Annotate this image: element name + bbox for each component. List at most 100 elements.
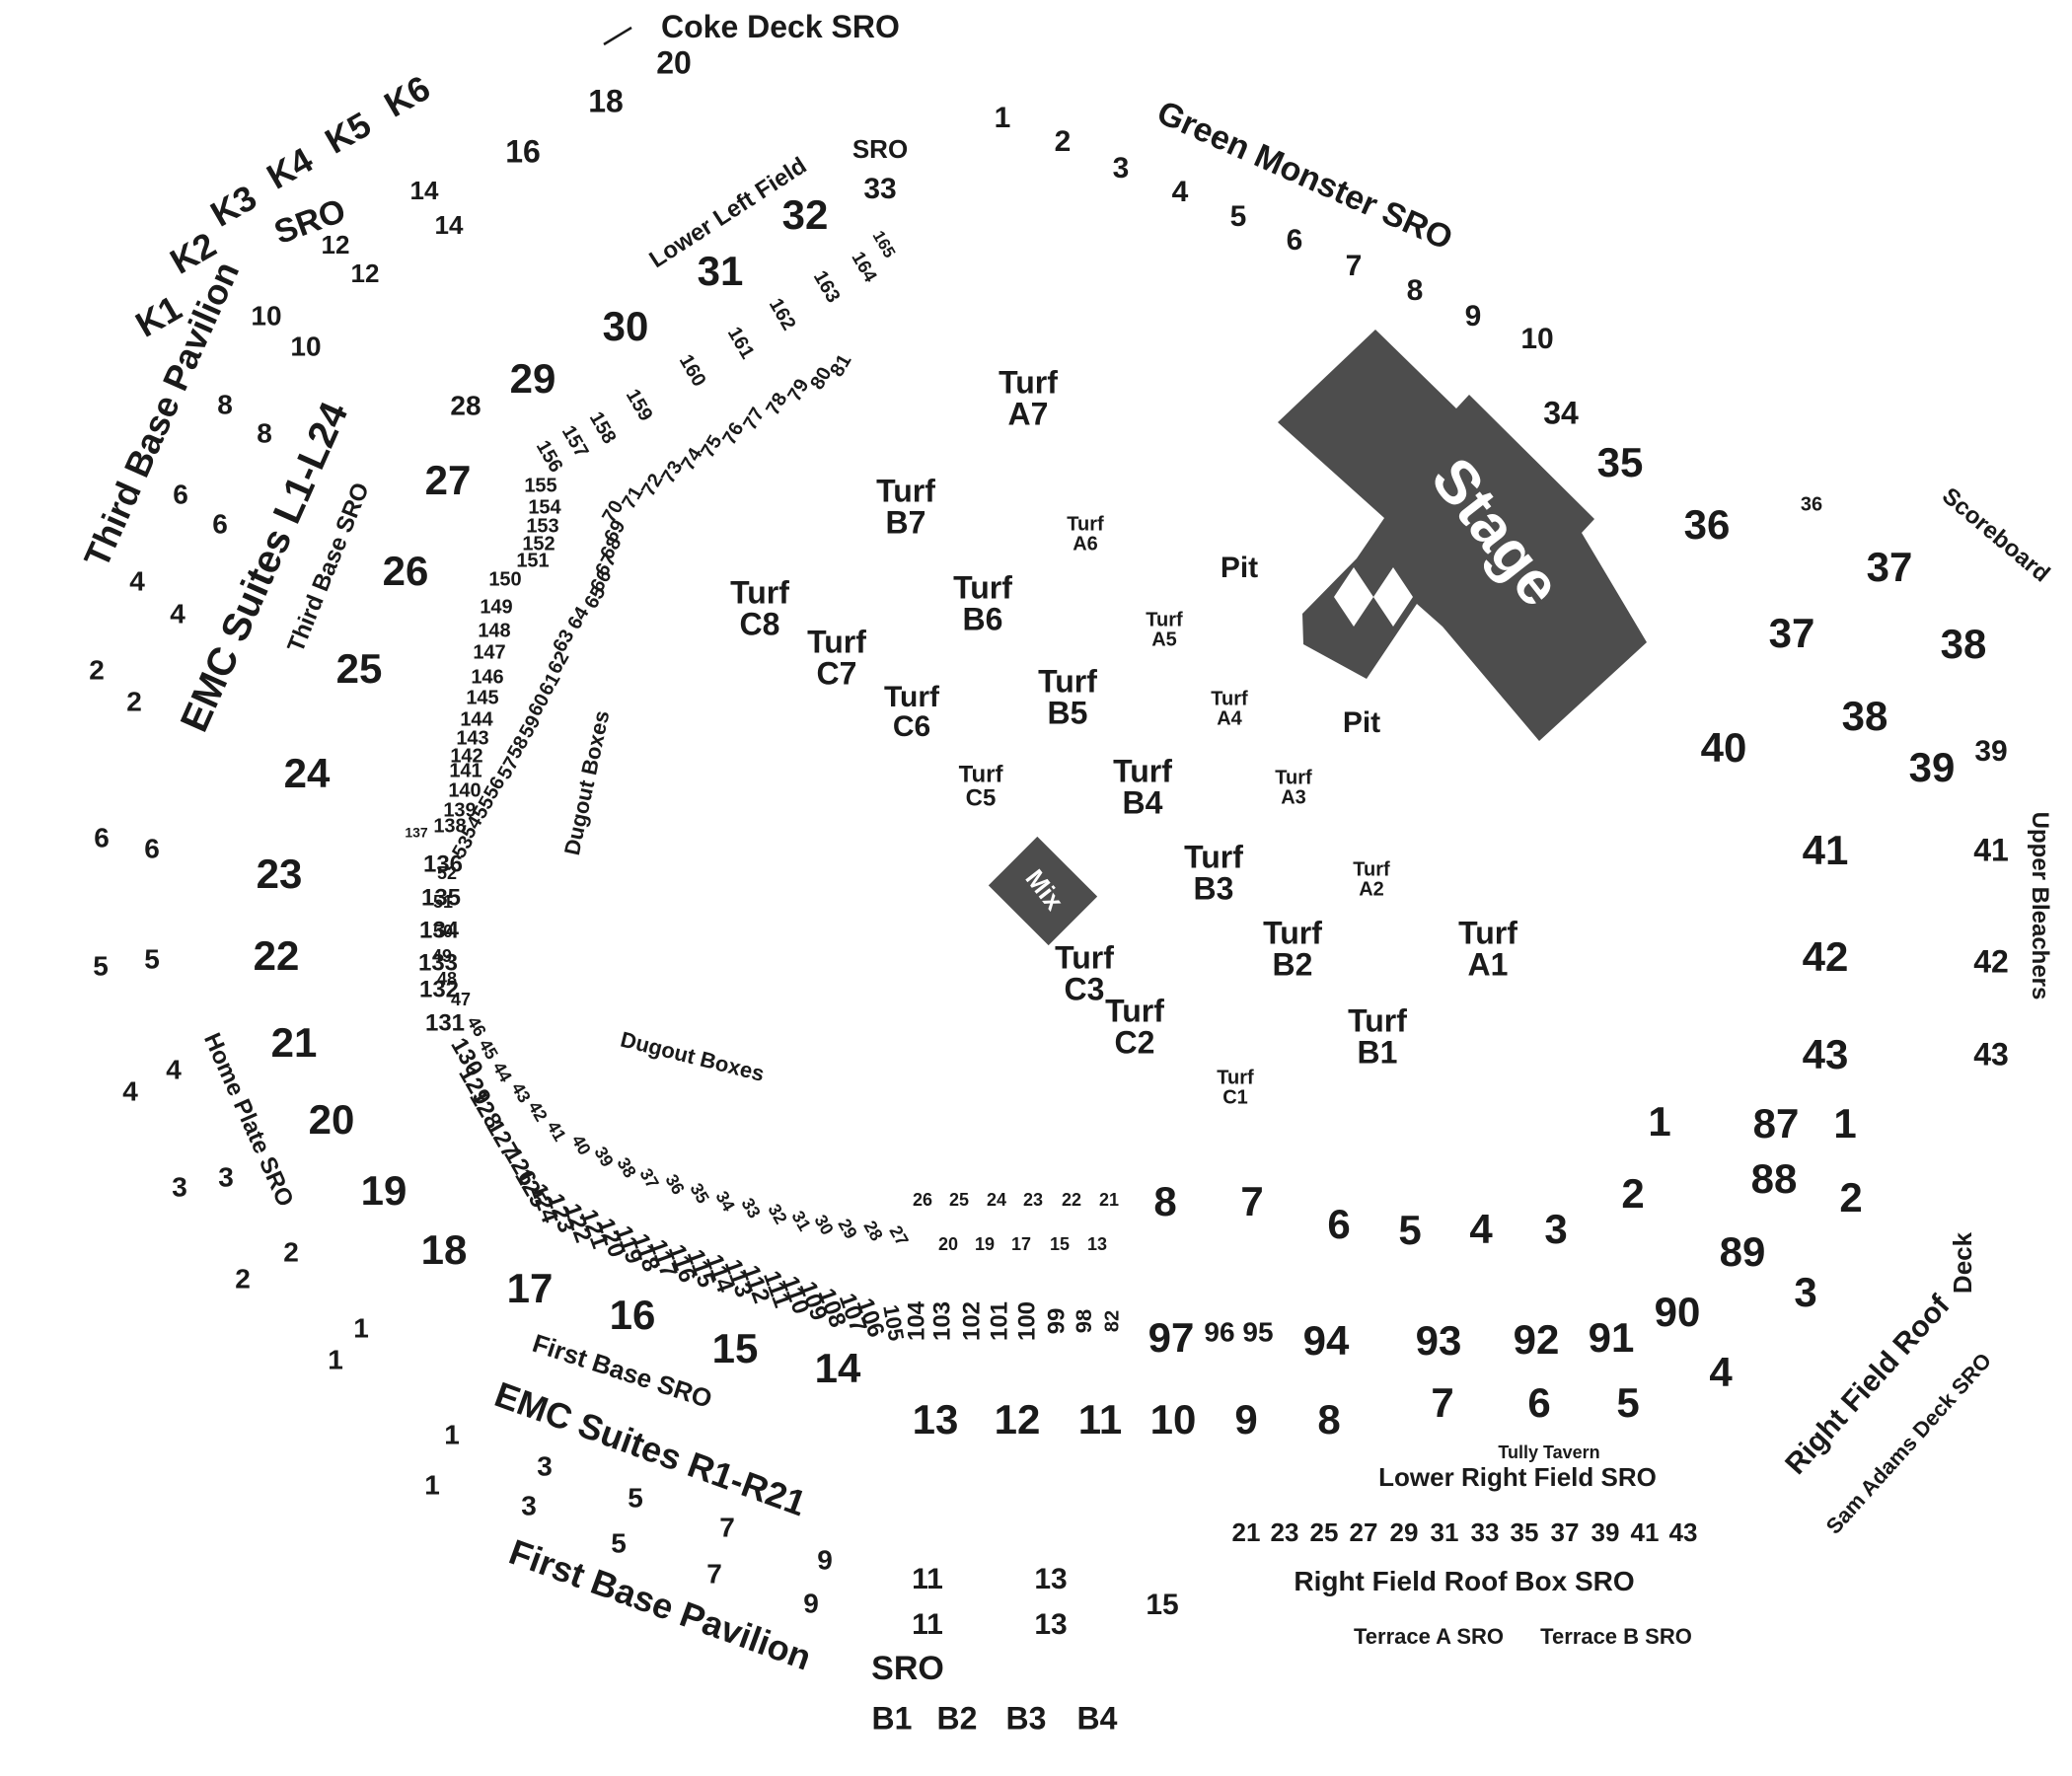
section-number[interactable]: 25 (1310, 1517, 1339, 1547)
section-number-small[interactable]: 20 (938, 1234, 958, 1254)
section-number-small[interactable]: 143 (456, 727, 488, 749)
section-number[interactable]: 39 (1909, 744, 1956, 790)
section-number-small[interactable]: 82 (1101, 1310, 1123, 1332)
section-number[interactable]: 96 (1204, 1316, 1234, 1347)
section-number[interactable]: 4 (1709, 1349, 1733, 1395)
section-number[interactable]: 34 (1543, 395, 1579, 430)
section-number-small[interactable]: 103 (928, 1301, 955, 1341)
section-number[interactable]: 13 (1034, 1563, 1067, 1595)
section-number-small[interactable]: 140 (448, 779, 481, 801)
pit-label[interactable]: Pit (1221, 552, 1258, 584)
section-number-small[interactable]: 132 (419, 976, 459, 1002)
section-number[interactable]: 3 (521, 1490, 537, 1520)
section-number[interactable]: 5 (144, 943, 160, 974)
section-number-small[interactable]: 163 (809, 267, 845, 307)
section-number[interactable]: 92 (1514, 1316, 1560, 1363)
section-number[interactable]: 2 (89, 654, 105, 685)
section-number-small[interactable]: 136 (423, 851, 463, 877)
section-number-small[interactable]: 160 (675, 351, 710, 391)
section-number-small[interactable]: 25 (949, 1190, 969, 1210)
section-number[interactable]: 94 (1303, 1317, 1350, 1364)
section-number[interactable]: 2 (1621, 1170, 1644, 1217)
section-number-small[interactable]: 51 (433, 892, 453, 912)
section-number[interactable]: 38 (1941, 621, 1987, 667)
section-number[interactable]: 9 (1465, 300, 1482, 333)
section-number[interactable]: 41 (1631, 1517, 1660, 1547)
section-number[interactable]: 88 (1751, 1155, 1798, 1202)
section-number[interactable]: 10 (251, 300, 281, 331)
section-number[interactable]: 26 (383, 548, 429, 594)
section-number[interactable]: 12 (351, 259, 380, 288)
section-number-small[interactable]: 24 (987, 1190, 1006, 1210)
section-number-small[interactable]: 146 (471, 666, 503, 688)
section-number[interactable]: 32 (782, 191, 829, 238)
section-number-small[interactable]: 27 (885, 1222, 912, 1249)
section-number[interactable]: 2 (235, 1263, 251, 1294)
section-number-small[interactable]: 35 (686, 1180, 712, 1207)
section-number[interactable]: 21 (271, 1019, 318, 1066)
section-number[interactable]: 6 (94, 822, 110, 852)
area-first-base-pavilion[interactable]: First Base Pavilion (504, 1531, 817, 1678)
section-number[interactable]: 27 (425, 457, 472, 503)
section-number[interactable]: 4 (1469, 1206, 1493, 1252)
section-number[interactable]: 3 (218, 1161, 234, 1192)
section-number-small[interactable]: 139 (443, 799, 476, 821)
area-green-monster[interactable]: Green Monster SRO (1151, 94, 1458, 258)
section-number[interactable]: 43 (1803, 1031, 1849, 1077)
section-number-small[interactable]: 150 (488, 568, 521, 590)
section-number[interactable]: 10 (290, 331, 321, 361)
section-number-small[interactable]: 98 (1072, 1309, 1096, 1333)
area-terrace-b[interactable]: Terrace B SRO (1540, 1624, 1692, 1649)
section-number[interactable]: 3 (1113, 152, 1130, 185)
section-number-small[interactable]: 29 (834, 1216, 860, 1242)
section-number[interactable]: 39 (1974, 735, 2007, 768)
section-number[interactable]: 40 (1701, 724, 1747, 771)
section-number[interactable]: 6 (1287, 224, 1303, 257)
section-number[interactable]: 29 (1390, 1517, 1419, 1547)
section-number[interactable]: 35 (1597, 439, 1644, 485)
section-number[interactable]: 24 (284, 750, 331, 796)
section-number-small[interactable]: 149 (480, 596, 512, 618)
section-number[interactable]: 6 (1527, 1379, 1550, 1426)
section-number[interactable]: 33 (863, 173, 896, 205)
section-number[interactable]: 2 (1839, 1174, 1862, 1221)
area-rf-roof-box[interactable]: Right Field Roof Box SRO (1294, 1566, 1634, 1596)
section-number[interactable]: 9 (1234, 1396, 1257, 1443)
section-number-small[interactable]: 141 (449, 760, 481, 781)
section-number-small[interactable]: 148 (478, 620, 510, 641)
section-number[interactable]: 12 (322, 230, 350, 259)
section-number[interactable]: 7 (1346, 250, 1363, 282)
section-number[interactable]: 14 (435, 210, 464, 240)
area-sro-33[interactable]: SRO (852, 134, 908, 164)
section-number[interactable]: 2 (283, 1236, 299, 1267)
section-number-small[interactable]: 153 (526, 515, 558, 537)
section-number-small[interactable]: 164 (847, 249, 880, 286)
section-number[interactable]: 21 (1232, 1517, 1261, 1547)
section-number[interactable]: 36 (1684, 501, 1731, 548)
suite-k5[interactable]: K5 (318, 104, 377, 162)
section-number[interactable]: 7 (719, 1512, 735, 1542)
section-number[interactable]: 1 (328, 1344, 343, 1374)
section-number-small[interactable]: 156 (532, 437, 567, 477)
section-number-small[interactable]: 154 (528, 496, 561, 518)
area-dugout-bottom[interactable]: Dugout Boxes (618, 1027, 767, 1086)
section-number-small[interactable]: 13 (1087, 1234, 1107, 1254)
section-number[interactable]: 31 (698, 248, 744, 294)
section-number[interactable]: 5 (628, 1482, 643, 1513)
area-right-field-roof[interactable]: Right Field Roof (1779, 1289, 1957, 1481)
section-number[interactable]: B2 (937, 1700, 978, 1736)
suite-k4[interactable]: K4 (259, 139, 319, 197)
section-number[interactable]: 5 (1230, 200, 1247, 233)
section-number-small[interactable]: 152 (522, 533, 555, 555)
stage[interactable]: Stage (1278, 330, 1647, 741)
section-number[interactable]: 8 (1153, 1178, 1176, 1224)
section-number-small[interactable]: 42 (524, 1098, 551, 1125)
section-number-small[interactable]: 134 (419, 917, 460, 943)
section-number-small[interactable]: 47 (451, 990, 471, 1009)
